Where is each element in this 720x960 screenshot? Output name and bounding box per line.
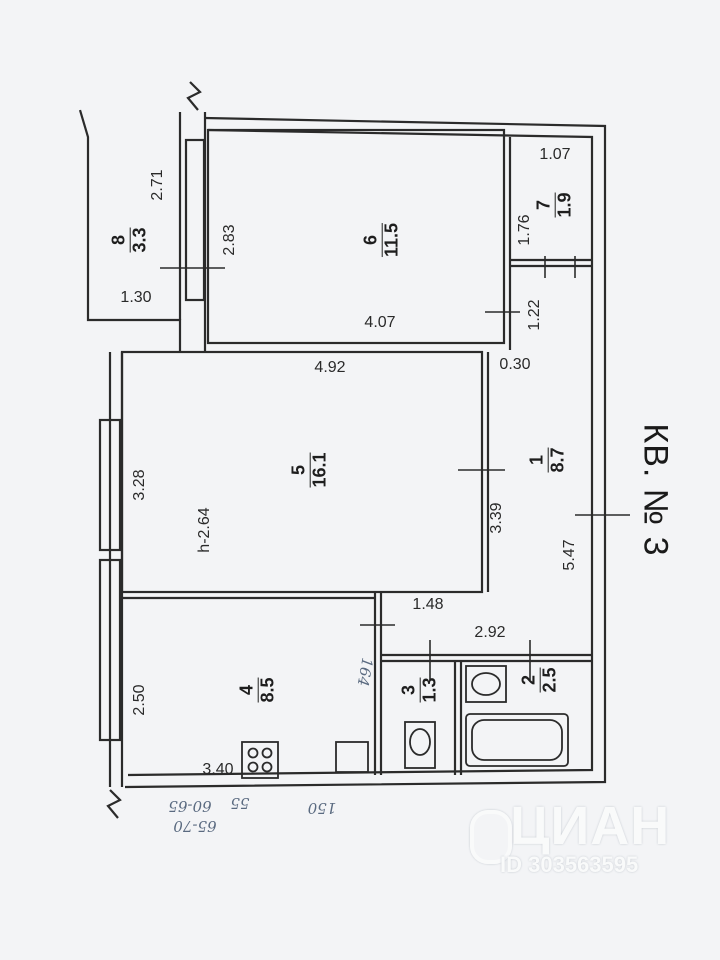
room-2-area: 2.5 <box>539 667 560 693</box>
room-5-area: 16.1 <box>309 452 330 488</box>
watermark-logo: ЦИАН <box>510 796 671 856</box>
dim-2-83: 2.83 <box>221 224 238 256</box>
room-5-wall <box>120 350 484 594</box>
handwritten-note: 65-70 <box>173 817 217 835</box>
room-4-number: 4 <box>237 677 259 703</box>
apartment-title: КВ. № 3 <box>636 423 675 557</box>
room-3-label: 3 1.3 <box>399 677 441 703</box>
room-7-area: 1.9 <box>554 192 575 218</box>
room-3-number: 3 <box>399 677 421 703</box>
dim-0-30: 0.30 <box>499 356 531 373</box>
dim-3-28: 3.28 <box>131 469 148 501</box>
dim-1-22: 1.22 <box>526 299 543 331</box>
cian-pin-icon <box>470 810 512 864</box>
dim-2-92: 2.92 <box>474 624 506 641</box>
room-2-label: 2 2.5 <box>519 667 561 693</box>
dim-4-92: 4.92 <box>314 359 346 376</box>
room-8-number: 8 <box>109 227 131 253</box>
dim-1-48: 1.48 <box>412 596 444 613</box>
dim-2-71: 2.71 <box>149 169 166 201</box>
dim-3-39: 3.39 <box>488 502 505 534</box>
room-8-area: 3.3 <box>129 227 150 253</box>
room-8-label: 8 3.3 <box>109 227 151 253</box>
dim-1-30: 1.30 <box>120 289 152 306</box>
room-6-wall <box>206 128 506 345</box>
handwritten-note: 60-65 <box>168 797 212 815</box>
dim-4-07: 4.07 <box>364 314 396 331</box>
handwritten-note: 55 <box>230 794 250 812</box>
dim-1-76: 1.76 <box>516 214 533 246</box>
room-1-label: 1 8.7 <box>527 447 569 473</box>
bathtub-outline <box>465 713 569 767</box>
room-3-area: 1.3 <box>419 677 440 703</box>
room-7-number: 7 <box>534 192 556 218</box>
room-2-number: 2 <box>519 667 541 693</box>
stove-outline <box>241 741 279 779</box>
room-5-number: 5 <box>289 452 311 488</box>
balcony-wall <box>78 109 182 352</box>
dim-5-47: 5.47 <box>561 539 578 571</box>
watermark: ЦИАН ID 303563595 <box>450 790 710 880</box>
handwritten-note: 150 <box>307 799 337 817</box>
room-1-area: 8.7 <box>547 447 568 473</box>
dim-1-07: 1.07 <box>539 146 571 163</box>
watermark-id: ID 303563595 <box>500 852 639 877</box>
dim-3-40: 3.40 <box>202 761 234 778</box>
room-6-number: 6 <box>361 222 383 258</box>
room-4-label: 4 8.5 <box>237 677 279 703</box>
dim-2-50: 2.50 <box>131 684 148 716</box>
ceiling-height: h-2.64 <box>196 507 213 553</box>
room-6-area: 11.5 <box>381 222 402 258</box>
outer-wall <box>124 116 607 789</box>
room-1-number: 1 <box>527 447 549 473</box>
room-7-label: 7 1.9 <box>534 192 576 218</box>
room-4-area: 8.5 <box>257 677 278 703</box>
room-5-label: 5 16.1 <box>289 452 331 488</box>
room-6-label: 6 11.5 <box>361 222 403 258</box>
